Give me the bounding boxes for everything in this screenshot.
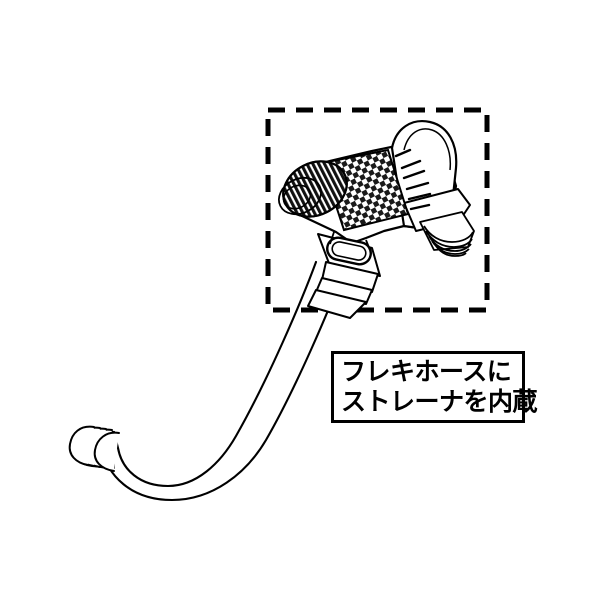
detail-dashed-box xyxy=(265,107,490,313)
hose-end-nut xyxy=(68,425,120,472)
elbow-connector-assembly xyxy=(278,120,475,319)
callout-line-2: ストレーナを内蔵 xyxy=(341,387,538,416)
oval-window xyxy=(326,236,372,266)
callout-line-1: フレキホースに xyxy=(341,357,512,386)
strainer-note-callout: フレキホースに ストレーナを内蔵 xyxy=(331,351,538,423)
hose-sleeve xyxy=(307,277,373,319)
flexible-hose xyxy=(97,260,346,502)
threaded-outlet xyxy=(419,211,475,257)
